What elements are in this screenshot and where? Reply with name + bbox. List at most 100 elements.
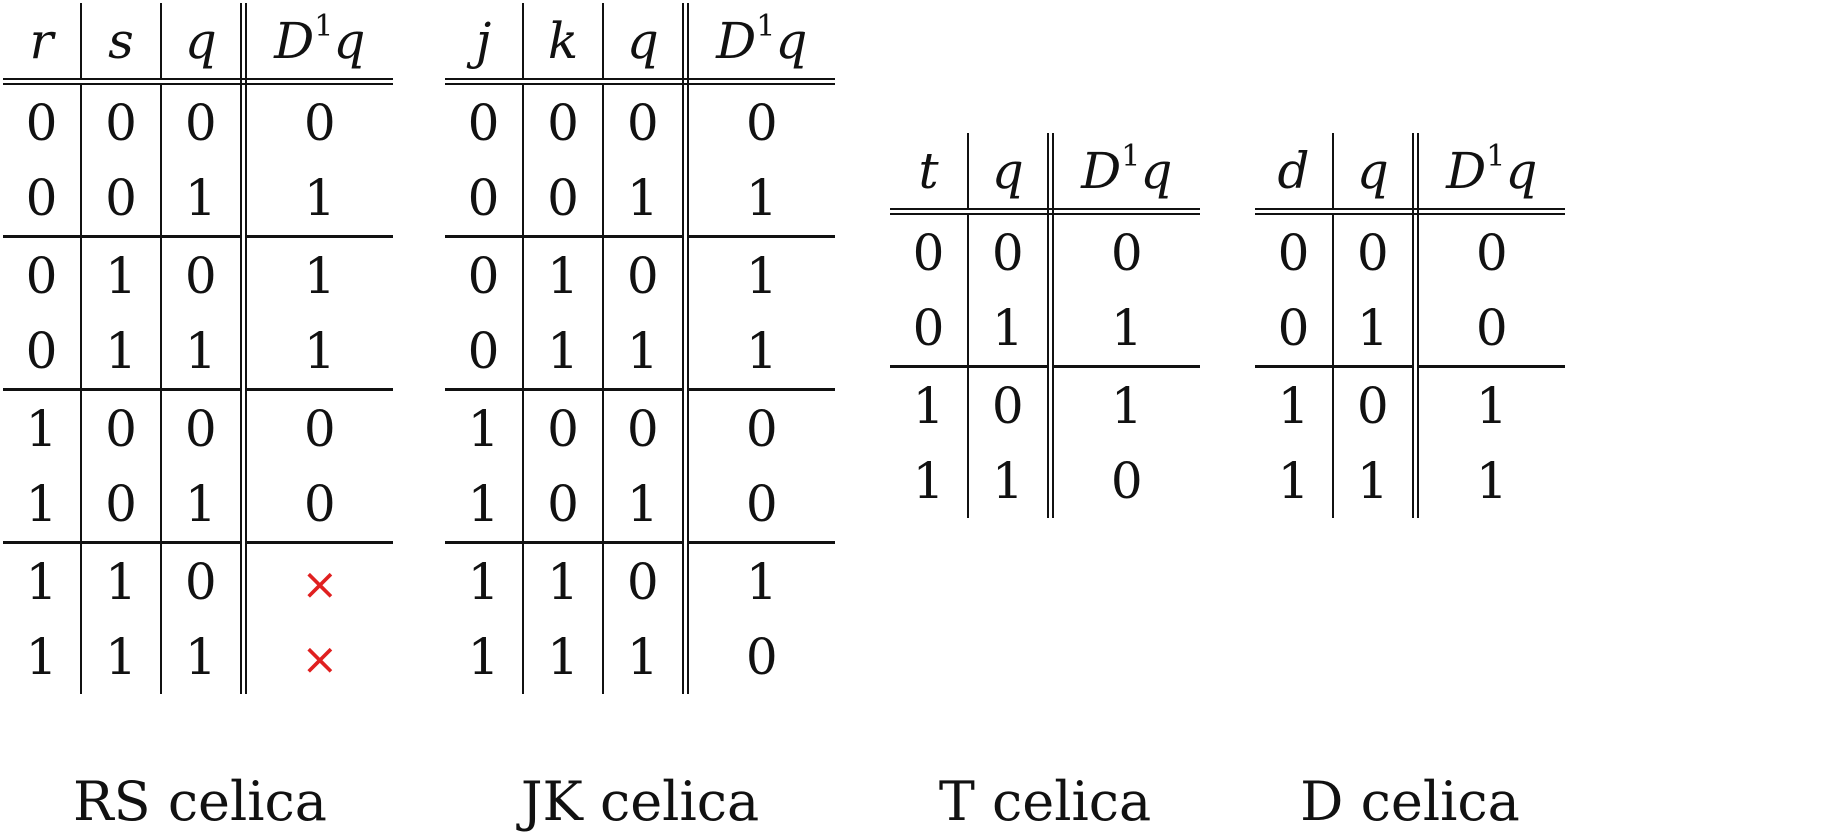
output-cell: 0	[303, 399, 336, 458]
output-cell: 1	[243, 160, 393, 238]
operator-superscript: 1	[314, 8, 334, 44]
input-cell: 0	[603, 81, 689, 160]
input-cell: 1	[1333, 290, 1419, 368]
operator-symbol: D	[1446, 141, 1487, 200]
header-next-state: D1q	[685, 3, 835, 85]
input-cell: 1	[523, 236, 604, 313]
operator-superscript: 1	[1121, 138, 1141, 174]
input-cell: 1	[603, 619, 689, 694]
output-cell: 1	[303, 246, 336, 305]
input-cell: 0	[890, 290, 969, 368]
operator-variable: q	[1505, 141, 1538, 200]
header-j: j	[445, 3, 524, 85]
header-next-state: D1q	[1050, 133, 1200, 215]
header-next-state: D1q	[1415, 133, 1565, 215]
operator-symbol: D	[716, 11, 757, 70]
d-caption: D celica	[1300, 770, 1520, 833]
output-cell: 0	[745, 93, 778, 152]
header-s: s	[81, 3, 162, 85]
output-cell: 0	[685, 466, 835, 544]
output-cell: 0	[1110, 451, 1143, 510]
operator-variable: q	[1140, 141, 1173, 200]
input-cell: 0	[1255, 290, 1334, 368]
input-cell: 1	[523, 542, 604, 619]
header-r: r	[3, 3, 82, 85]
output-cell: 1	[1050, 290, 1200, 368]
input-cell: 1	[81, 542, 162, 619]
input-cell: 0	[445, 160, 524, 238]
rs-caption: RS celica	[73, 770, 327, 833]
input-cell: 1	[81, 236, 162, 313]
header-next-state: D1q	[243, 3, 393, 85]
input-cell: 1	[3, 466, 82, 544]
input-cell: 0	[523, 81, 604, 160]
input-cell: 1	[161, 619, 247, 694]
input-cell: 0	[161, 542, 247, 619]
operator-superscript: 1	[756, 8, 776, 44]
input-cell: 1	[3, 542, 82, 619]
input-cell: 0	[3, 236, 82, 313]
output-cell: 0	[1110, 223, 1143, 282]
output-cell: 1	[745, 552, 778, 611]
header-q: q	[161, 3, 247, 85]
input-cell: 1	[523, 313, 604, 391]
input-cell: 1	[603, 466, 689, 544]
undefined-cross-icon: ×	[301, 633, 339, 685]
output-cell: 0	[745, 399, 778, 458]
t-caption: T celica	[938, 770, 1152, 833]
input-cell: 0	[523, 160, 604, 238]
output-cell: 0	[303, 93, 336, 152]
input-cell: 0	[161, 81, 247, 160]
input-cell: 1	[81, 619, 162, 694]
operator-variable: q	[775, 11, 808, 70]
output-cell: 0	[745, 627, 778, 686]
input-cell: 0	[890, 211, 969, 290]
input-cell: 1	[1255, 366, 1334, 443]
header-q: q	[968, 133, 1054, 215]
output-cell: 0	[243, 466, 393, 544]
input-cell: 1	[445, 389, 524, 466]
input-cell: 1	[161, 466, 247, 544]
input-cell: 1	[3, 619, 82, 694]
input-cell: 1	[161, 313, 247, 391]
input-cell: 1	[968, 290, 1054, 368]
undefined-cross-icon: ×	[301, 558, 339, 610]
output-cell: 1	[685, 313, 835, 391]
input-cell: 1	[1255, 443, 1334, 518]
header-q: q	[603, 3, 689, 85]
output-cell: 1	[1475, 451, 1508, 510]
input-cell: 1	[890, 443, 969, 518]
output-cell: 1	[1110, 376, 1143, 435]
input-cell: 1	[445, 542, 524, 619]
input-cell: 0	[81, 389, 162, 466]
output-cell: 0	[1415, 290, 1565, 368]
input-cell: 0	[161, 236, 247, 313]
input-cell: 1	[445, 619, 524, 694]
header-k: k	[523, 3, 604, 85]
input-cell: 0	[1333, 366, 1419, 443]
input-cell: 0	[161, 389, 247, 466]
header-t: t	[890, 133, 969, 215]
input-cell: 0	[445, 236, 524, 313]
